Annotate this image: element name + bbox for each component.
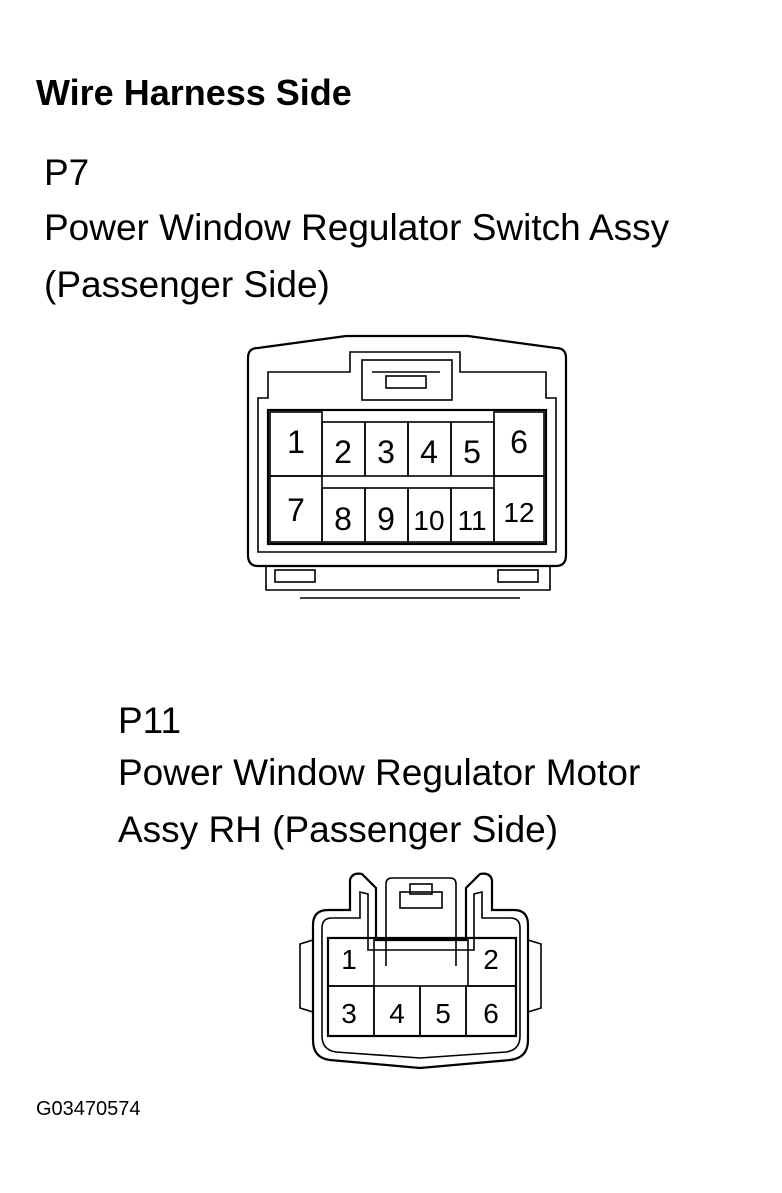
p11-connector-drawing: 1 2 3 4 5 6 — [299, 872, 542, 1070]
p11-housing-outline — [311, 872, 530, 1070]
p7-pin-label: 4 — [420, 434, 438, 470]
p11-left-ear — [299, 939, 314, 1013]
p7-pin-label: 7 — [287, 492, 305, 528]
p7-pin-label: 5 — [463, 434, 481, 470]
figure-id: G03470574 — [36, 1098, 141, 1120]
p7-pin-label: 11 — [457, 505, 486, 536]
p11-connector-code: P11 — [118, 700, 182, 741]
p11-connector-name-line1: Power Window Regulator Motor — [118, 752, 641, 793]
p7-connector-name-line1: Power Window Regulator Switch Assy — [44, 207, 670, 248]
p7-lock-latch — [385, 375, 427, 389]
p11-pin-label: 5 — [435, 998, 451, 1029]
p7-cavity-block — [266, 408, 548, 546]
p7-pin-label: 10 — [413, 505, 444, 536]
p11-connector-name-line2: Assy RH (Passenger Side) — [118, 809, 559, 850]
p11-lock — [385, 877, 457, 966]
p7-connector-drawing: 1 2 3 4 5 6 7 8 9 10 11 12 — [246, 334, 568, 599]
p11-pin-label: 1 — [341, 944, 357, 975]
p7-pin-label: 12 — [503, 497, 534, 528]
p7-housing-inner — [257, 351, 557, 553]
p11-pin-label: 3 — [341, 998, 357, 1029]
p11-pin-cell — [465, 985, 517, 1037]
p7-connector-name-line2: (Passenger Side) — [44, 264, 330, 305]
p7-pin-label: 9 — [377, 501, 395, 537]
p7-housing-outline — [246, 334, 568, 568]
p7-connector-code: P7 — [44, 152, 90, 193]
p7-pin-label: 1 — [287, 424, 305, 460]
p7-pin-label: 2 — [334, 434, 352, 470]
p7-pin-label: 6 — [510, 424, 528, 460]
p7-foot-left — [274, 569, 316, 583]
p7-lock-tab — [361, 359, 453, 401]
p7-pin-cell — [493, 475, 545, 543]
p11-pin-label: 2 — [483, 944, 499, 975]
p7-pin-label: 3 — [377, 434, 395, 470]
p11-lock-latch — [399, 891, 443, 909]
p7-foot-right — [497, 569, 539, 583]
section-title: Wire Harness Side — [36, 72, 352, 113]
p11-pin-label: 6 — [483, 998, 499, 1029]
p11-pin-label: 4 — [389, 998, 405, 1029]
p11-right-ear — [527, 939, 542, 1013]
p7-pin-label: 8 — [334, 501, 352, 537]
p11-housing-inner — [321, 890, 521, 1059]
p7-bottom-rail — [265, 566, 551, 591]
